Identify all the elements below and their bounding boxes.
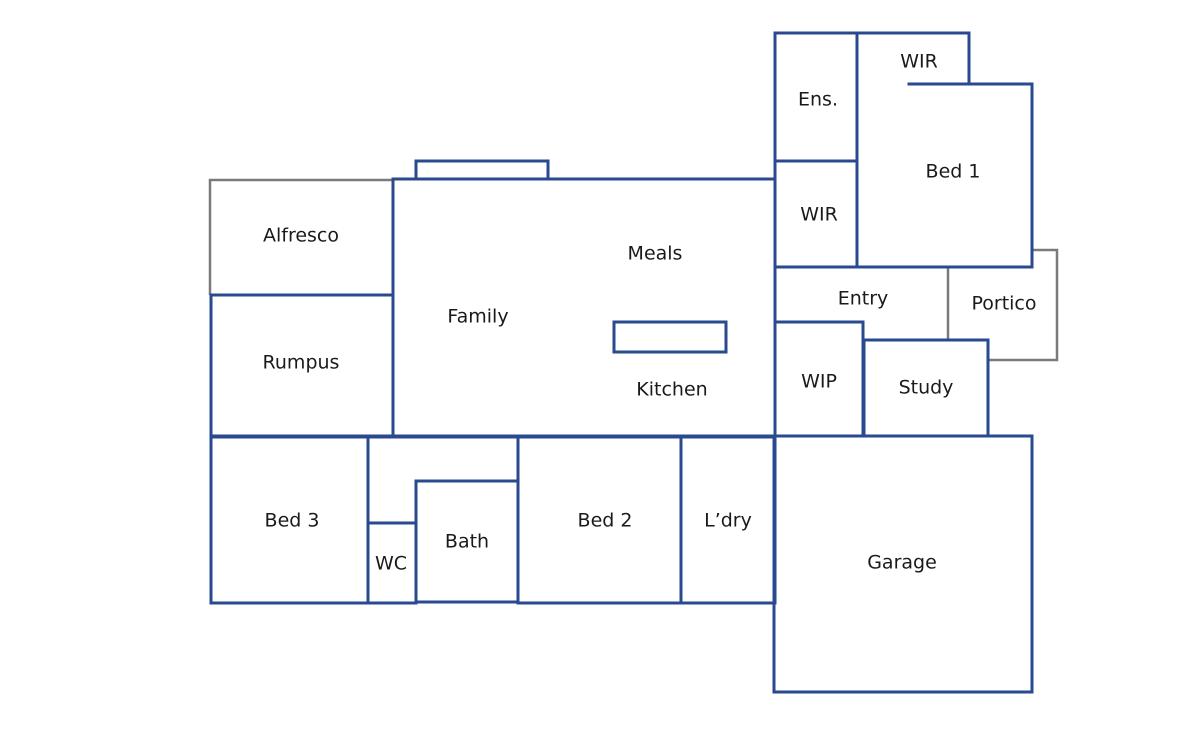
label-bed3: Bed 3 — [265, 510, 320, 532]
bed3-walls — [209, 435, 370, 605]
garage-walls — [772, 434, 1034, 694]
label-meals: Meals — [628, 243, 683, 265]
label-portico: Portico — [971, 293, 1036, 315]
label-wip: WIP — [801, 371, 837, 393]
label-alfresco: Alfresco — [263, 225, 339, 247]
label-wir-top: WIR — [900, 51, 938, 73]
kitchen-island — [612, 320, 728, 354]
label-family: Family — [447, 306, 508, 328]
label-wir-mid: WIR — [800, 204, 838, 226]
label-wc: WC — [375, 553, 407, 575]
alfresco-outline — [208, 178, 392, 295]
wir-top-walls — [855, 31, 971, 163]
window-bay — [414, 159, 550, 181]
label-ens: Ens. — [798, 89, 838, 111]
walls — [209, 31, 1034, 694]
hall-walls — [366, 435, 520, 483]
label-study: Study — [899, 377, 954, 399]
label-laundry: L’dry — [704, 510, 752, 532]
portico-outline-right — [988, 248, 1059, 362]
label-garage: Garage — [867, 552, 937, 574]
label-bed1: Bed 1 — [926, 161, 981, 183]
label-bath: Bath — [445, 531, 489, 553]
label-rumpus: Rumpus — [263, 352, 340, 374]
room-labels: Ens. WIR Bed 1 WIR Alfresco Meals Family… — [263, 51, 1037, 575]
label-bed2: Bed 2 — [578, 510, 633, 532]
outdoor-outlines — [208, 178, 1059, 362]
label-entry: Entry — [838, 288, 889, 310]
label-kitchen: Kitchen — [636, 379, 707, 401]
